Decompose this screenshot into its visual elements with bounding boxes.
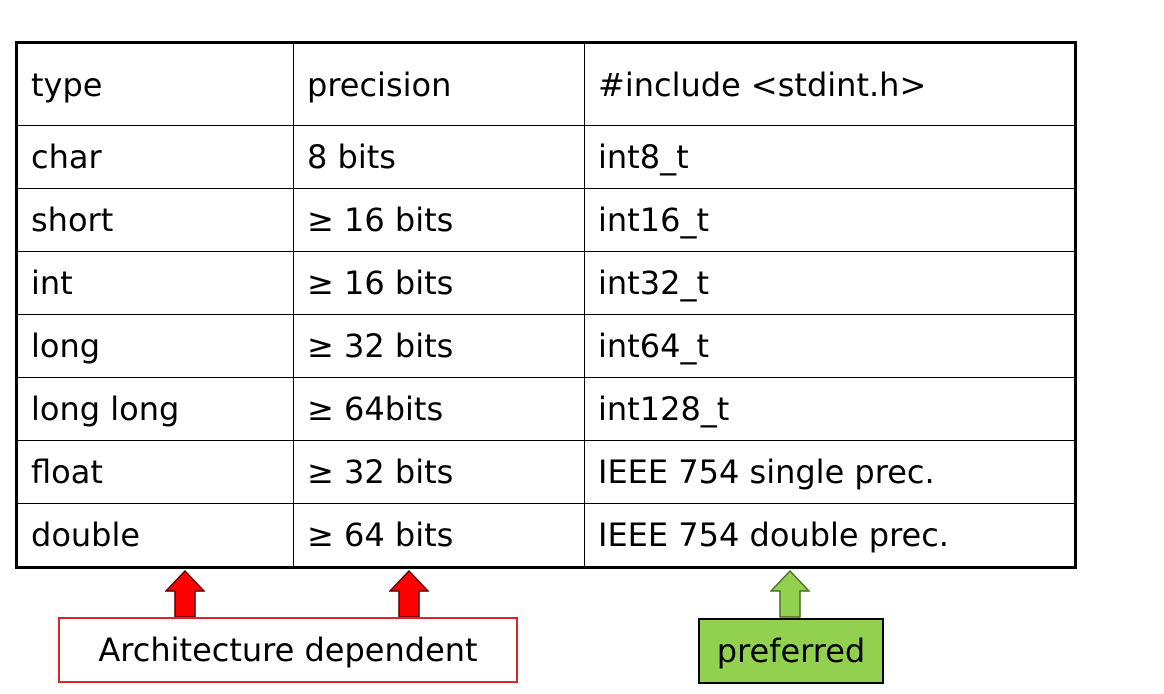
precision-cell: ≥ 16 bits xyxy=(293,251,585,315)
stdint-cell: int32_t xyxy=(584,251,1076,315)
header-precision: precision xyxy=(293,42,585,126)
stdint-column-up-arrow-icon xyxy=(770,570,810,618)
header-stdint: #include <stdint.h> xyxy=(584,42,1076,126)
type-cell: long xyxy=(16,314,294,378)
stdint-cell: int128_t xyxy=(584,377,1076,441)
preferred-text: preferred xyxy=(716,632,866,670)
header-type: type xyxy=(16,42,294,126)
stdint-cell: int8_t xyxy=(584,125,1076,189)
type-cell: short xyxy=(16,188,294,252)
architecture-dependent-label: Architecture dependent xyxy=(58,617,518,683)
precision-cell: ≥ 16 bits xyxy=(293,188,585,252)
type-cell: long long xyxy=(16,377,294,441)
table-row: int ≥ 16 bits int32_t xyxy=(16,251,1076,315)
table-row: long long ≥ 64bits int128_t xyxy=(16,377,1076,441)
table-header-row: type precision #include <stdint.h> xyxy=(16,42,1076,126)
stdint-cell: int64_t xyxy=(584,314,1076,378)
type-cell: double xyxy=(16,503,294,568)
table-row: float ≥ 32 bits IEEE 754 single prec. xyxy=(16,440,1076,504)
stdint-cell: int16_t xyxy=(584,188,1076,252)
type-cell: float xyxy=(16,440,294,504)
precision-cell: ≥ 64bits xyxy=(293,377,585,441)
stdint-cell: IEEE 754 single prec. xyxy=(584,440,1076,504)
stdint-cell: IEEE 754 double prec. xyxy=(584,503,1076,568)
architecture-dependent-text: Architecture dependent xyxy=(98,631,478,669)
precision-cell: ≥ 64 bits xyxy=(293,503,585,568)
table-row: char 8 bits int8_t xyxy=(16,125,1076,189)
precision-cell: ≥ 32 bits xyxy=(293,440,585,504)
table-row: short ≥ 16 bits int16_t xyxy=(16,188,1076,252)
precision-cell: ≥ 32 bits xyxy=(293,314,585,378)
integer-types-table: type precision #include <stdint.h> char … xyxy=(15,41,1077,569)
type-cell: int xyxy=(16,251,294,315)
table-row: long ≥ 32 bits int64_t xyxy=(16,314,1076,378)
preferred-label: preferred xyxy=(698,618,884,684)
table-row: double ≥ 64 bits IEEE 754 double prec. xyxy=(16,503,1076,568)
precision-column-up-arrow-icon xyxy=(389,570,429,618)
precision-cell: 8 bits xyxy=(293,125,585,189)
type-column-up-arrow-icon xyxy=(165,570,205,618)
type-cell: char xyxy=(16,125,294,189)
